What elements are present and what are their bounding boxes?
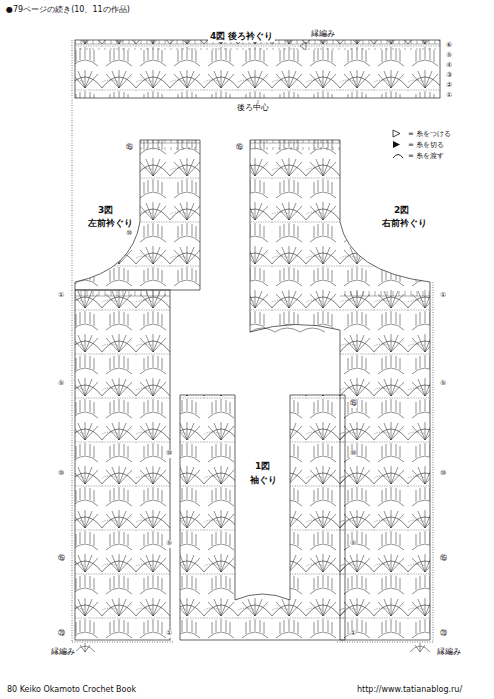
row-number: ⑮ (126, 144, 133, 152)
legend-row: = 糸を切る (392, 139, 451, 150)
edging-label: 縁編み (50, 648, 76, 657)
row-number: ⑩ (440, 470, 446, 478)
legend-symbol (392, 151, 405, 160)
legend-text: = 糸をつける (408, 129, 451, 139)
figure-number: 1図 (253, 462, 272, 472)
row-number: ⑮ (440, 555, 447, 563)
row-number: ⑮ (58, 555, 65, 563)
row-number: ⑤ (166, 540, 172, 548)
legend-text: = 糸を渡す (408, 151, 444, 161)
row-number: ④ (446, 62, 452, 70)
legend-symbol (392, 129, 405, 138)
page-footer: 80 Keiko Okamoto Crochet Book (6, 686, 137, 695)
watermark: http://www.tatianablog.ru/ (356, 686, 463, 695)
row-number: ⑳ (58, 630, 65, 638)
row-number: ⑮ (236, 144, 243, 152)
row-number: ① (440, 292, 446, 300)
row-number: ⑤ (446, 52, 452, 60)
legend-row: = 糸をつける (392, 128, 451, 139)
row-number: ⑤ (440, 380, 446, 388)
row-number: ③ (446, 72, 452, 80)
figure-title: 4図 後ろ衿ぐり (208, 32, 275, 42)
legend: = 糸をつける= 糸を切る= 糸を渡す (392, 128, 451, 161)
row-number: ⑩ (58, 470, 64, 478)
row-number: ⑩ (126, 230, 132, 238)
row-number: ⑩ (166, 450, 172, 458)
row-number: ⑳ (440, 630, 447, 638)
row-number: ① (166, 630, 172, 638)
figure-title: 右前衿ぐり (380, 219, 429, 229)
page-title: ●79ページの続き(10、11の作品) (6, 6, 130, 15)
row-number: ⑩ (350, 450, 356, 458)
figure-title: 左前衿ぐり (86, 219, 135, 229)
row-number: ⑮ (350, 400, 357, 408)
row-number: ⑥ (446, 42, 452, 50)
figure-number: 3図 (96, 206, 115, 216)
edging-label: 縁編み (310, 30, 336, 39)
figure-title: 袖ぐり (248, 476, 279, 486)
legend-symbol (392, 140, 405, 149)
row-number: ① (446, 92, 452, 100)
center-mark: 後ろ中心 (236, 104, 270, 113)
row-number: ⑤ (350, 540, 356, 548)
row-number: ① (350, 630, 356, 638)
legend-text: = 糸を切る (408, 140, 444, 150)
row-number: ⑤ (58, 380, 64, 388)
edging-label: 縁編み (436, 648, 462, 657)
figure-number: 2図 (392, 206, 411, 216)
row-number: ② (446, 82, 452, 90)
row-number: ① (58, 292, 64, 300)
legend-row: = 糸を渡す (392, 150, 451, 161)
